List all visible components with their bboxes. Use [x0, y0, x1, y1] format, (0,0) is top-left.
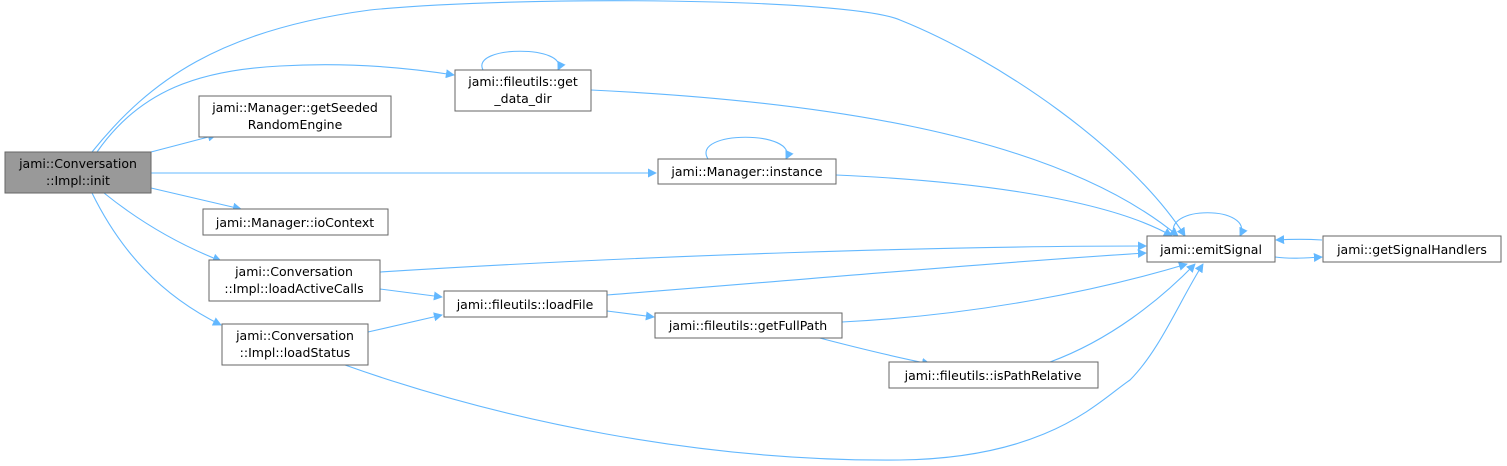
edge-init-seeded — [150, 132, 217, 153]
edge-loadfile-getfullpath — [606, 310, 655, 321]
node-seeded-line-2: RandomEngine — [248, 117, 343, 132]
node-instance[interactable]: jami::Manager::instance — [657, 158, 837, 185]
edge-emitsignal-getsignalhandlers — [1274, 252, 1323, 262]
node-get-data-dir[interactable]: jami::fileutils::get _data_dir — [454, 69, 592, 112]
node-loadstatus-line-2: ::Impl::loadStatus — [240, 345, 351, 360]
node-init-line-2: ::Impl::init — [46, 173, 110, 188]
edge-getfullpath-emitsignal — [841, 262, 1188, 323]
edge-loadstatus-emitsignal — [344, 263, 1204, 461]
edge-instance-emitsignal — [835, 174, 1173, 237]
edge-getfullpath-ispathrelative — [811, 335, 931, 367]
nodes: jami::Conversation ::Impl::init jami::fi… — [4, 69, 1502, 389]
node-loadactivecalls-line-1: jami::Conversation — [234, 264, 353, 279]
node-loadactivecalls-line-2: ::Impl::loadActiveCalls — [224, 281, 363, 296]
node-init-line-1: jami::Conversation — [18, 156, 137, 171]
edge-loadactivecalls-emitsignal — [379, 241, 1147, 273]
node-get-data-dir-line-2: _data_dir — [493, 91, 552, 106]
node-iocontext[interactable]: jami::Manager::ioContext — [202, 208, 389, 236]
node-instance-label: jami::Manager::instance — [670, 164, 822, 179]
node-seeded-line-1: jami::Manager::getSeeded — [211, 100, 378, 115]
edge-init-emitsignal — [91, 0, 1186, 237]
edge-init-loadstatus — [91, 192, 222, 326]
edge-init-get-data-dir — [96, 64, 455, 153]
edge-emitsignal-self — [1172, 212, 1248, 237]
node-get-full-path[interactable]: jami::fileutils::getFullPath — [654, 312, 843, 339]
node-getsignalhandlers-label: jami::getSignalHandlers — [1336, 242, 1487, 257]
node-loadfile-label: jami::fileutils::loadFile — [456, 297, 594, 312]
edge-get-data-dir-self — [481, 50, 566, 71]
edge-loadactivecalls-loadfile — [379, 288, 443, 301]
node-emitsignal-label: jami::emitSignal — [1159, 242, 1262, 257]
edge-get-data-dir-emitsignal — [590, 89, 1179, 237]
node-load-file[interactable]: jami::fileutils::loadFile — [443, 290, 608, 318]
node-emit-signal[interactable]: jami::emitSignal — [1146, 235, 1276, 263]
edge-loadfile-emitsignal — [606, 249, 1147, 296]
edge-loadstatus-loadfile — [367, 312, 443, 333]
node-get-data-dir-line-1: jami::fileutils::get — [467, 74, 578, 89]
node-get-seeded-random-engine[interactable]: jami::Manager::getSeeded RandomEngine — [198, 95, 392, 138]
edges — [91, 0, 1323, 461]
node-loadstatus-line-1: jami::Conversation — [235, 328, 354, 343]
node-iocontext-label: jami::Manager::ioContext — [215, 215, 374, 230]
node-load-status[interactable]: jami::Conversation ::Impl::loadStatus — [221, 323, 369, 366]
node-ispathrelative-label: jami::fileutils::isPathRelative — [904, 368, 1082, 383]
node-init[interactable]: jami::Conversation ::Impl::init — [4, 151, 152, 194]
node-is-path-relative[interactable]: jami::fileutils::isPathRelative — [888, 361, 1099, 389]
edge-init-loadactivecalls — [103, 192, 222, 263]
edge-instance-self — [705, 136, 794, 160]
edge-ispathrelative-emitsignal — [1049, 263, 1196, 363]
node-getfullpath-label: jami::fileutils::getFullPath — [668, 318, 827, 333]
node-load-active-calls[interactable]: jami::Conversation ::Impl::loadActiveCal… — [208, 259, 381, 302]
edge-getsignalhandlers-emitsignal — [1275, 235, 1323, 245]
node-get-signal-handlers[interactable]: jami::getSignalHandlers — [1322, 235, 1502, 263]
edge-init-iocontext — [150, 187, 242, 212]
